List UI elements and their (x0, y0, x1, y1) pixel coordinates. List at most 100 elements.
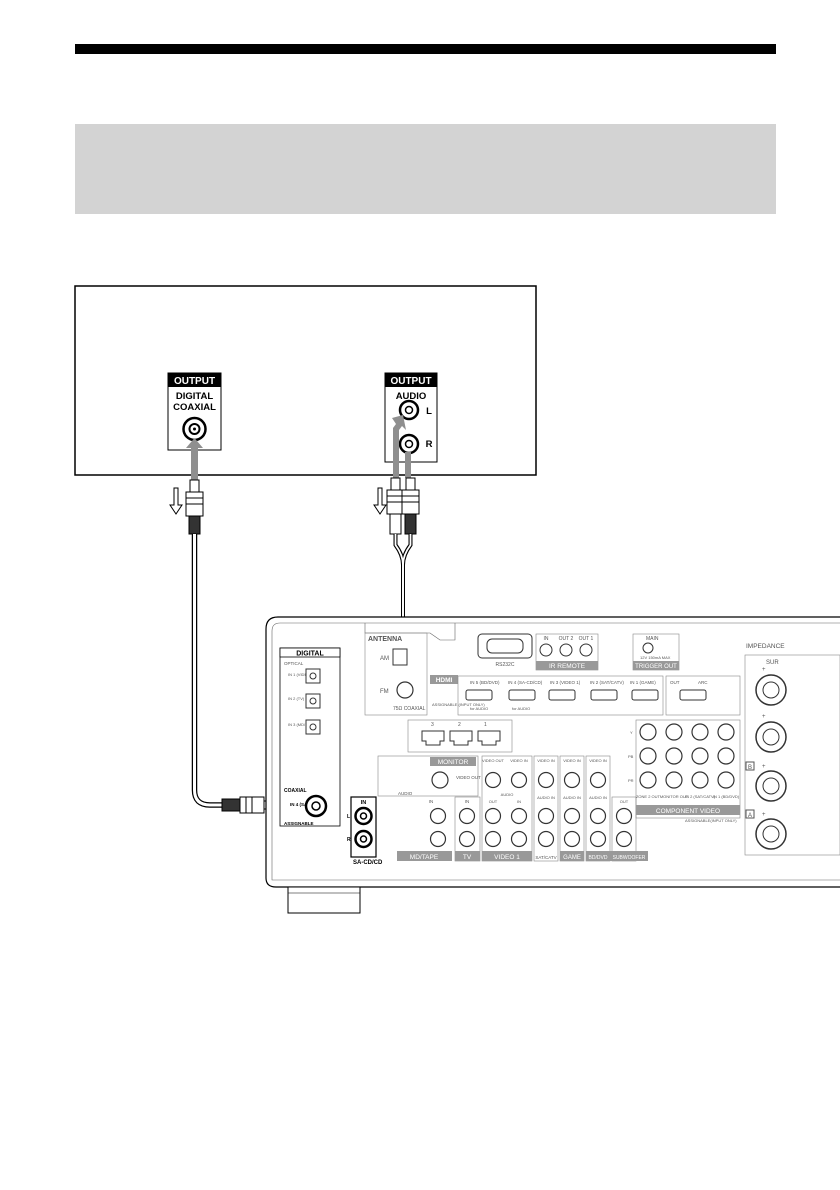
sat-catv-title: SAT/CATV (535, 855, 556, 860)
sat-audio-in-label: AUDIO IN (537, 795, 555, 800)
digital-label: DIGITAL (176, 391, 213, 402)
coaxial-output-jack[interactable] (182, 416, 207, 442)
plus-label-2: + (762, 714, 766, 720)
sacd-l-input-jack[interactable] (354, 806, 373, 826)
hdmi-in5-port[interactable] (465, 689, 493, 701)
sacd-audio-label: AUDIO (398, 791, 413, 796)
coaxial-input-jack[interactable] (304, 794, 328, 818)
hdmi-assignable-label: ASSIGNABLE (INPUT ONLY) (432, 702, 485, 707)
video1-audio-in-l-jack[interactable] (510, 807, 528, 825)
audio-r-output-jack[interactable] (398, 433, 420, 455)
speaker-section: IMPEDANCE SUR + + + + B A (744, 643, 840, 856)
component-zone2-y-jack[interactable] (639, 723, 657, 741)
component-in1-label: IN 1 (BD/DVD) (713, 794, 740, 799)
sat-audio-r-jack[interactable] (537, 830, 555, 848)
tv-r-jack[interactable] (458, 830, 476, 848)
sat-video-in-jack[interactable] (537, 771, 555, 789)
component-pr-label: PR (628, 778, 634, 783)
sacd-r-input-jack[interactable] (354, 829, 373, 849)
sur-label: SUR (766, 660, 779, 666)
sacd-cd-label: SA-CD/CD (353, 860, 383, 866)
component-monitor-y-jack[interactable] (665, 723, 683, 741)
hdmi-section: HDMI ASSIGNABLE (INPUT ONLY) IN 5 (BD/DV… (430, 675, 741, 716)
audio-label: AUDIO (396, 391, 427, 402)
optical-label: OPTICAL (284, 661, 304, 666)
hdmi-in1-port[interactable] (631, 689, 659, 701)
video1-video-out-jack[interactable] (484, 771, 502, 789)
hdmi-in2-port[interactable] (590, 689, 618, 701)
ir-out1-label: OUT 1 (579, 636, 594, 642)
game-audio-l-jack[interactable] (563, 807, 581, 825)
component-zone2-pr-jack[interactable] (639, 771, 657, 789)
hdmi-out-port[interactable] (679, 689, 707, 701)
game-video-in-jack[interactable] (563, 771, 581, 789)
sacd-l-label: L (347, 814, 350, 820)
fm-label: FM (380, 689, 389, 695)
fm-antenna-jack[interactable] (396, 681, 414, 699)
video1-audio-out-r-jack[interactable] (484, 830, 502, 848)
tv-title: TV (463, 854, 472, 861)
sacd-r-label: R (347, 837, 351, 843)
video1-title: VIDEO 1 (494, 854, 520, 861)
bd-video-in-label: VIDEO IN (589, 758, 607, 763)
subwoofer-out-jack-2[interactable] (615, 830, 633, 848)
lan-port-2[interactable] (449, 730, 473, 746)
ir-in-jack[interactable] (539, 643, 553, 657)
subwoofer-out-jack-1[interactable] (615, 807, 633, 825)
signal-flow-arrows (186, 415, 411, 480)
lan-2-label: 2 (458, 722, 461, 728)
component-in1-y-jack[interactable] (717, 723, 735, 741)
game-audio-r-jack[interactable] (563, 830, 581, 848)
hdmi-in5-label: IN 5 (BD/DVD) (470, 680, 500, 685)
hdmi-in3-port[interactable] (548, 689, 576, 701)
hdmi-in4-port[interactable] (508, 689, 536, 701)
lan-port-3[interactable] (421, 730, 445, 746)
hdmi-title: HDMI (436, 677, 453, 684)
hdmi-in2-label: IN 2 (SAT/CATV) (590, 680, 624, 685)
ir-out2-jack[interactable] (559, 643, 573, 657)
fm-coax-label: 75Ω COAXIAL (393, 706, 426, 712)
component-in2-y-jack[interactable] (691, 723, 709, 741)
coaxial-label: COAXIAL (173, 402, 216, 413)
trigger-out-title: TRIGGER OUT (635, 664, 677, 670)
md-tape-r-jack[interactable] (429, 830, 447, 848)
bd-audio-r-jack[interactable] (589, 830, 607, 848)
component-monitor-pr-jack[interactable] (665, 771, 683, 789)
audio-l-output-jack[interactable] (398, 399, 420, 421)
video1-audio-out-l-jack[interactable] (484, 807, 502, 825)
bd-video-in-jack[interactable] (589, 771, 607, 789)
component-in1-pb-jack[interactable] (717, 747, 735, 765)
monitor-section: AUDIO MONITOR VIDEO OUT (377, 755, 481, 797)
am-label: AM (380, 656, 389, 662)
bd-audio-l-jack[interactable] (589, 807, 607, 825)
ir-out1-jack[interactable] (579, 643, 593, 657)
speaker-a-label: A (748, 813, 752, 819)
component-in2-pr-jack[interactable] (691, 771, 709, 789)
lan-port-1[interactable] (477, 730, 501, 746)
am-antenna-terminal[interactable] (392, 648, 408, 666)
sacd-cd-input-section: IN L R SA-CD/CD (347, 796, 383, 866)
md-tape-l-jack[interactable] (429, 807, 447, 825)
plus-label-3: + (762, 764, 766, 770)
md-tape-title: MD/TAPE (410, 854, 439, 861)
monitor-video-out-jack[interactable] (431, 771, 449, 789)
component-zone2-pb-jack[interactable] (639, 747, 657, 765)
component-y-label: Y (630, 730, 633, 735)
plus-label-4: + (762, 812, 766, 818)
video1-audio-in-r-jack[interactable] (510, 830, 528, 848)
antenna-section: ANTENNA AM FM 75Ω COAXIAL (364, 632, 428, 716)
ir-remote-section: IN OUT 2 OUT 1 IR REMOTE (535, 633, 599, 671)
component-monitor-pb-jack[interactable] (665, 747, 683, 765)
component-video-section: Y PB PR ZONE 2 OUT MONITOR OUT IN 2 (SAT… (628, 719, 741, 823)
component-in1-pr-jack[interactable] (717, 771, 735, 789)
video1-video-in-jack[interactable] (510, 771, 528, 789)
sat-audio-l-jack[interactable] (537, 807, 555, 825)
tv-l-jack[interactable] (458, 807, 476, 825)
game-title: GAME (563, 855, 581, 861)
trigger-out-jack[interactable] (642, 642, 654, 654)
component-in2-pb-jack[interactable] (691, 747, 709, 765)
lan-section: 3 2 1 (407, 719, 513, 753)
subwoofer-out-label: OUT (620, 799, 629, 804)
rs232c-port[interactable]: RS232C (477, 633, 533, 668)
